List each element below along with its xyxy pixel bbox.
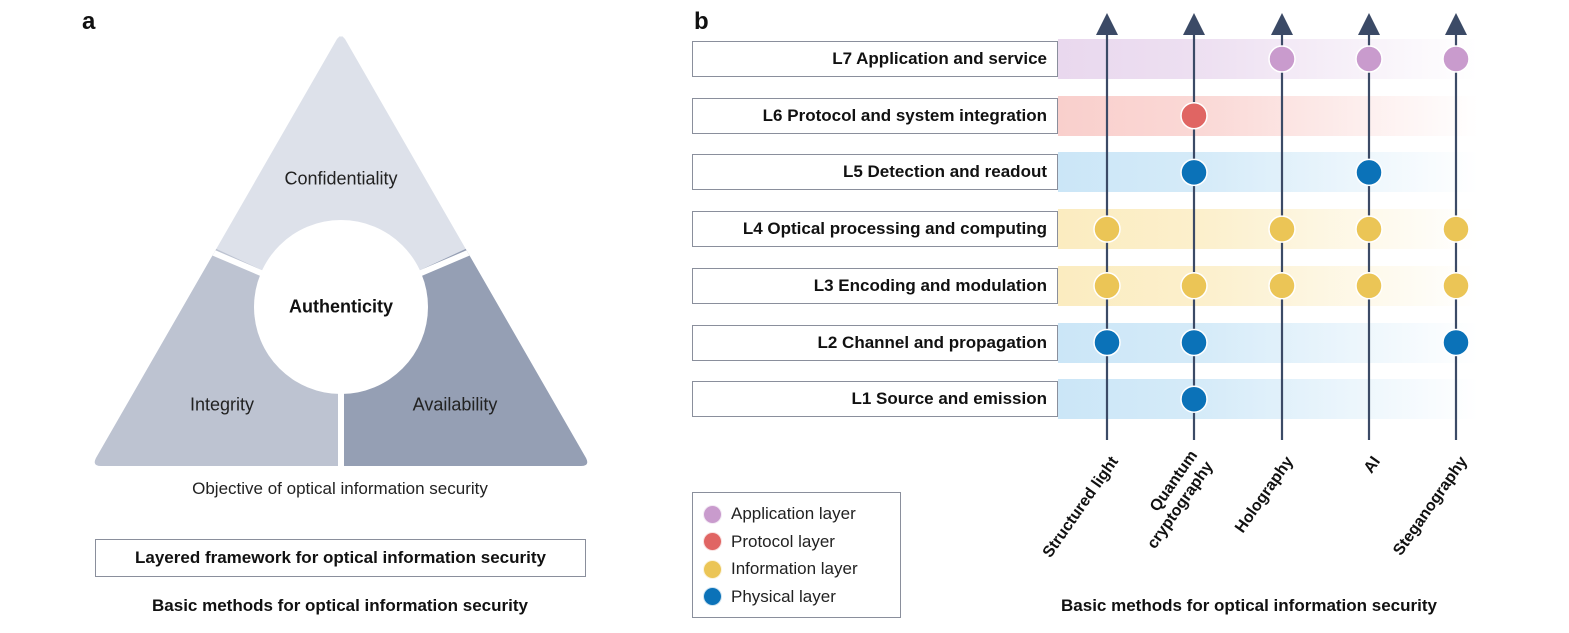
framework-box: Layered framework for optical informatio… (95, 539, 586, 577)
panel-a-label: a (82, 8, 96, 35)
layer-band-l4 (1058, 209, 1478, 250)
layer-box-l6: L6 Protocol and system integration (692, 97, 1058, 134)
legend-label: Physical layer (731, 586, 836, 606)
legend-swatch (703, 532, 722, 551)
layer-label: L4 Optical processing and computing (742, 219, 1047, 239)
layer-box-l7: L7 Application and service (692, 41, 1058, 77)
panel-b-label: b (694, 8, 709, 35)
layer-box-l4: L4 Optical processing and computing (692, 211, 1058, 248)
layer-label: L5 Detection and readout (842, 162, 1047, 182)
legend-item: Application layer (703, 504, 856, 524)
layer-label: L6 Protocol and system integration (762, 105, 1047, 125)
legend-swatch (703, 504, 722, 524)
layer-box-l1: L1 Source and emission (692, 381, 1058, 418)
confidentiality-label: Confidentiality (284, 168, 398, 189)
layer-box-l2: L2 Channel and propagation (692, 324, 1058, 361)
legend-swatch (703, 587, 722, 606)
layer-label: L2 Channel and propagation (817, 332, 1047, 352)
layer-band-l7 (1058, 39, 1478, 79)
legend-item: Information layer (703, 559, 858, 579)
legend-item: Protocol layer (703, 532, 835, 552)
layer-band-l2 (1058, 322, 1478, 363)
layer-band-l1 (1058, 379, 1478, 420)
integrity-label: Integrity (189, 394, 255, 415)
objective-caption: Objective of optical information securit… (192, 479, 488, 498)
legend-item: Physical layer (703, 587, 836, 607)
layer-label: L7 Application and service (832, 49, 1047, 68)
layer-band-l6 (1058, 95, 1478, 136)
layer-band-l5 (1058, 152, 1478, 193)
authenticity-label: Authenticity (288, 296, 394, 317)
legend-swatch (703, 559, 722, 579)
layer-band-l3 (1058, 265, 1478, 306)
availability-label: Availability (412, 394, 498, 415)
layer-box-l5: L5 Detection and readout (692, 154, 1058, 191)
panel-b-methods-title: Basic methods for optical information se… (1061, 596, 1437, 615)
legend-label: Protocol layer (731, 531, 835, 551)
layer-box-l3: L3 Encoding and modulation (692, 267, 1058, 304)
panel-a-methods-title: Basic methods for optical information se… (152, 596, 528, 615)
security-triangle-diagram (94, 36, 588, 466)
layer-label: L3 Encoding and modulation (813, 275, 1047, 295)
legend-label: Information layer (731, 559, 858, 578)
center-circle (254, 220, 428, 394)
legend-label: Application layer (731, 504, 856, 523)
layer-label: L1 Source and emission (851, 389, 1047, 409)
